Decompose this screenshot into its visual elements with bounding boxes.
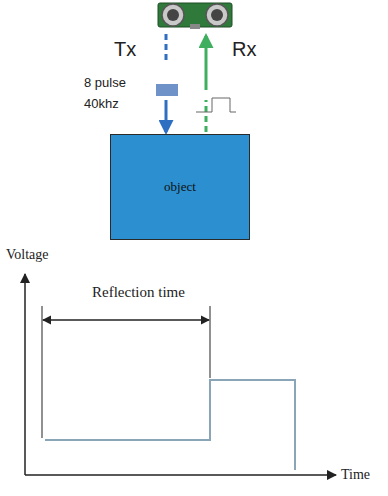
echo-wave (196, 36, 236, 132)
timing-chart (25, 274, 336, 475)
interval-label: Reflection time (92, 284, 185, 301)
signal-name: Rx (232, 38, 256, 60)
pulse-note: 8 pulse (84, 76, 126, 90)
signal-name: Tx (114, 38, 136, 60)
frequency-note: 40khz (84, 97, 119, 111)
object-box: object (110, 134, 250, 240)
axis-label: Voltage (6, 247, 49, 262)
transmit-wave (156, 34, 178, 132)
axis-label: Time (341, 467, 370, 482)
node-label: object (164, 179, 196, 195)
ultrasonic-sensor (158, 3, 232, 29)
